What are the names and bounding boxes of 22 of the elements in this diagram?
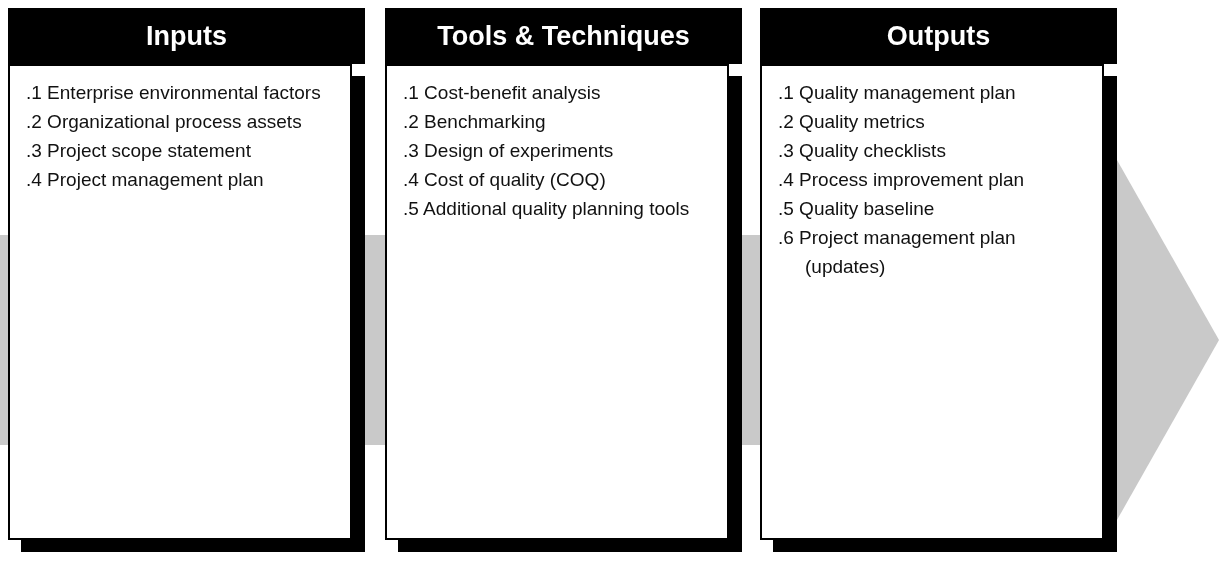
panel-heading: Tools & Techniques <box>385 8 742 64</box>
flow-arrow-head <box>1117 160 1219 520</box>
list-item: .1 Quality management plan <box>778 81 1017 105</box>
flow-band <box>742 235 760 445</box>
list-item: .5 Additional quality planning tools <box>403 197 691 221</box>
list-item: .6 Project management plan (updates) <box>778 226 1017 279</box>
list-item: .3 Project scope statement <box>26 139 252 163</box>
list-item: .5 Quality baseline <box>778 197 936 221</box>
list-item: .2 Benchmarking <box>403 110 547 134</box>
list-item: .1 Enterprise environmental factors <box>26 81 322 105</box>
flow-band <box>365 235 385 445</box>
list-item: .4 Process improvement plan <box>778 168 1026 192</box>
panel-heading: Outputs <box>760 8 1117 64</box>
list-item: .2 Quality metrics <box>778 110 926 134</box>
list-item: .3 Design of experiments <box>403 139 615 163</box>
list-item: .3 Quality checklists <box>778 139 947 163</box>
flow-band <box>0 235 8 445</box>
panel-heading: Inputs <box>8 8 365 64</box>
list-item: .1 Cost-benefit analysis <box>403 81 602 105</box>
list-item: .4 Project management plan <box>26 168 265 192</box>
list-item: .4 Cost of quality (COQ) <box>403 168 607 192</box>
list-item: .2 Organizational process assets <box>26 110 303 134</box>
